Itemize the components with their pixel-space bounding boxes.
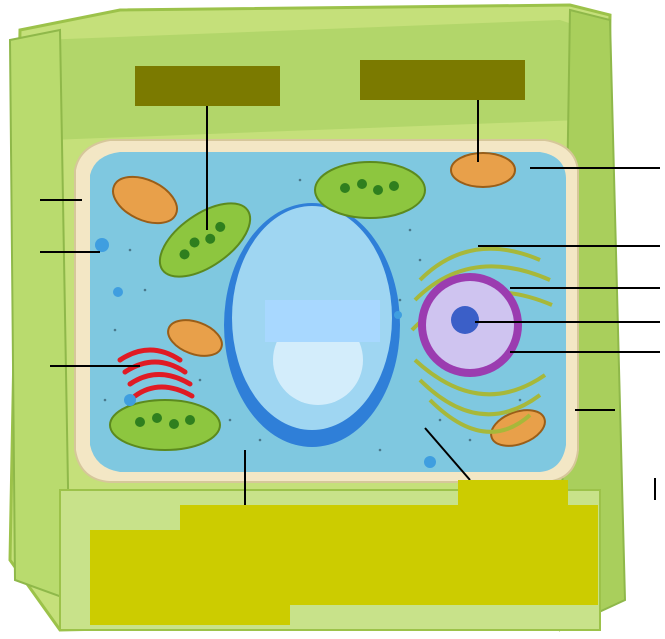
label-box-top-left [135, 66, 280, 106]
label-box-bottom-left [90, 530, 290, 625]
label-box-vacuole [265, 300, 380, 342]
label-box-top-right [360, 60, 525, 100]
nucleus [418, 273, 522, 377]
